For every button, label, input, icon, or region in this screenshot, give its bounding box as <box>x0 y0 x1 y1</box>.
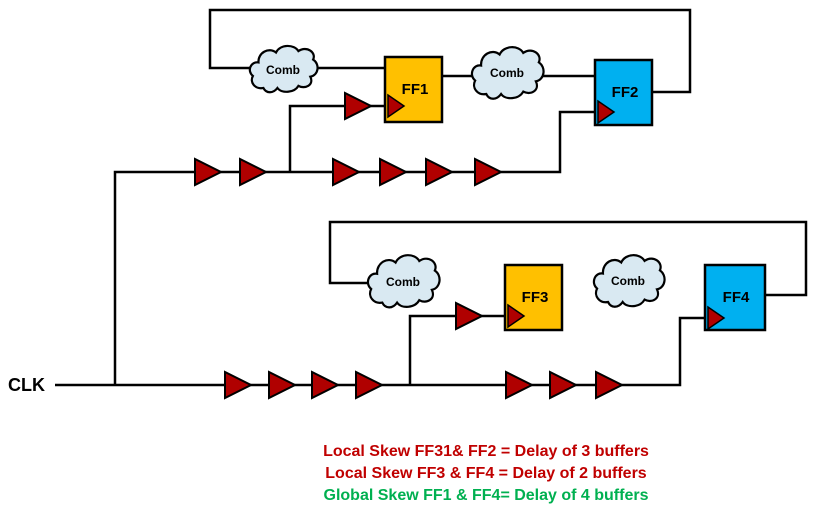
caption-local-skew-ff1-ff2: Local Skew FF31& FF2 = Delay of 3 buffer… <box>323 443 649 460</box>
clock-buffer <box>268 371 296 399</box>
clock-buffer <box>332 158 360 186</box>
clock-buffer <box>224 371 252 399</box>
flipflops: FF1 FF2 FF3 FF4 <box>383 55 767 332</box>
comb-label-2: Comb <box>490 66 524 80</box>
ff2-clock-marker-icon <box>597 99 616 125</box>
clock-buffer <box>595 371 623 399</box>
clk-label: CLK <box>8 375 45 395</box>
clock-buffer <box>239 158 267 186</box>
ff2-label: FF2 <box>612 84 639 101</box>
comb-clouds: Comb Comb Comb Comb <box>249 45 666 309</box>
clock-buffer <box>505 371 533 399</box>
wire-bottom-clock-line <box>55 316 705 387</box>
wire-ff4-feedback-loop <box>328 220 808 297</box>
caption-local-skew-ff3-ff4: Local Skew FF3 & FF4 = Delay of 2 buffer… <box>325 465 647 482</box>
ff4-clock-marker-icon <box>707 305 726 331</box>
caption-global-skew-ff1-ff4: Global Skew FF1 & FF4= Delay of 4 buffer… <box>324 487 649 504</box>
clock-buffers <box>194 92 623 399</box>
comb-label-3: Comb <box>386 275 420 289</box>
ff1-clock-marker-icon <box>387 93 406 119</box>
clock-buffer <box>355 371 383 399</box>
ff1-label: FF1 <box>402 81 429 98</box>
clock-buffer <box>549 371 577 399</box>
comb-label-4: Comb <box>611 274 645 288</box>
comb-label-1: Comb <box>266 63 300 77</box>
ff3-label: FF3 <box>522 289 549 306</box>
clock-buffer <box>194 158 222 186</box>
clock-buffer <box>379 158 407 186</box>
clock-buffer <box>311 371 339 399</box>
wire-top-clock-line <box>113 110 595 385</box>
ff4-label: FF4 <box>723 289 750 306</box>
clock-buffer <box>455 302 483 330</box>
wire-ff2-feedback-loop <box>208 8 692 94</box>
captions: Local Skew FF31& FF2 = Delay of 3 buffer… <box>323 443 649 504</box>
clock-buffer <box>344 92 372 120</box>
clock-buffer <box>425 158 453 186</box>
clock-buffer <box>474 158 502 186</box>
ff3-clock-marker-icon <box>507 303 526 329</box>
